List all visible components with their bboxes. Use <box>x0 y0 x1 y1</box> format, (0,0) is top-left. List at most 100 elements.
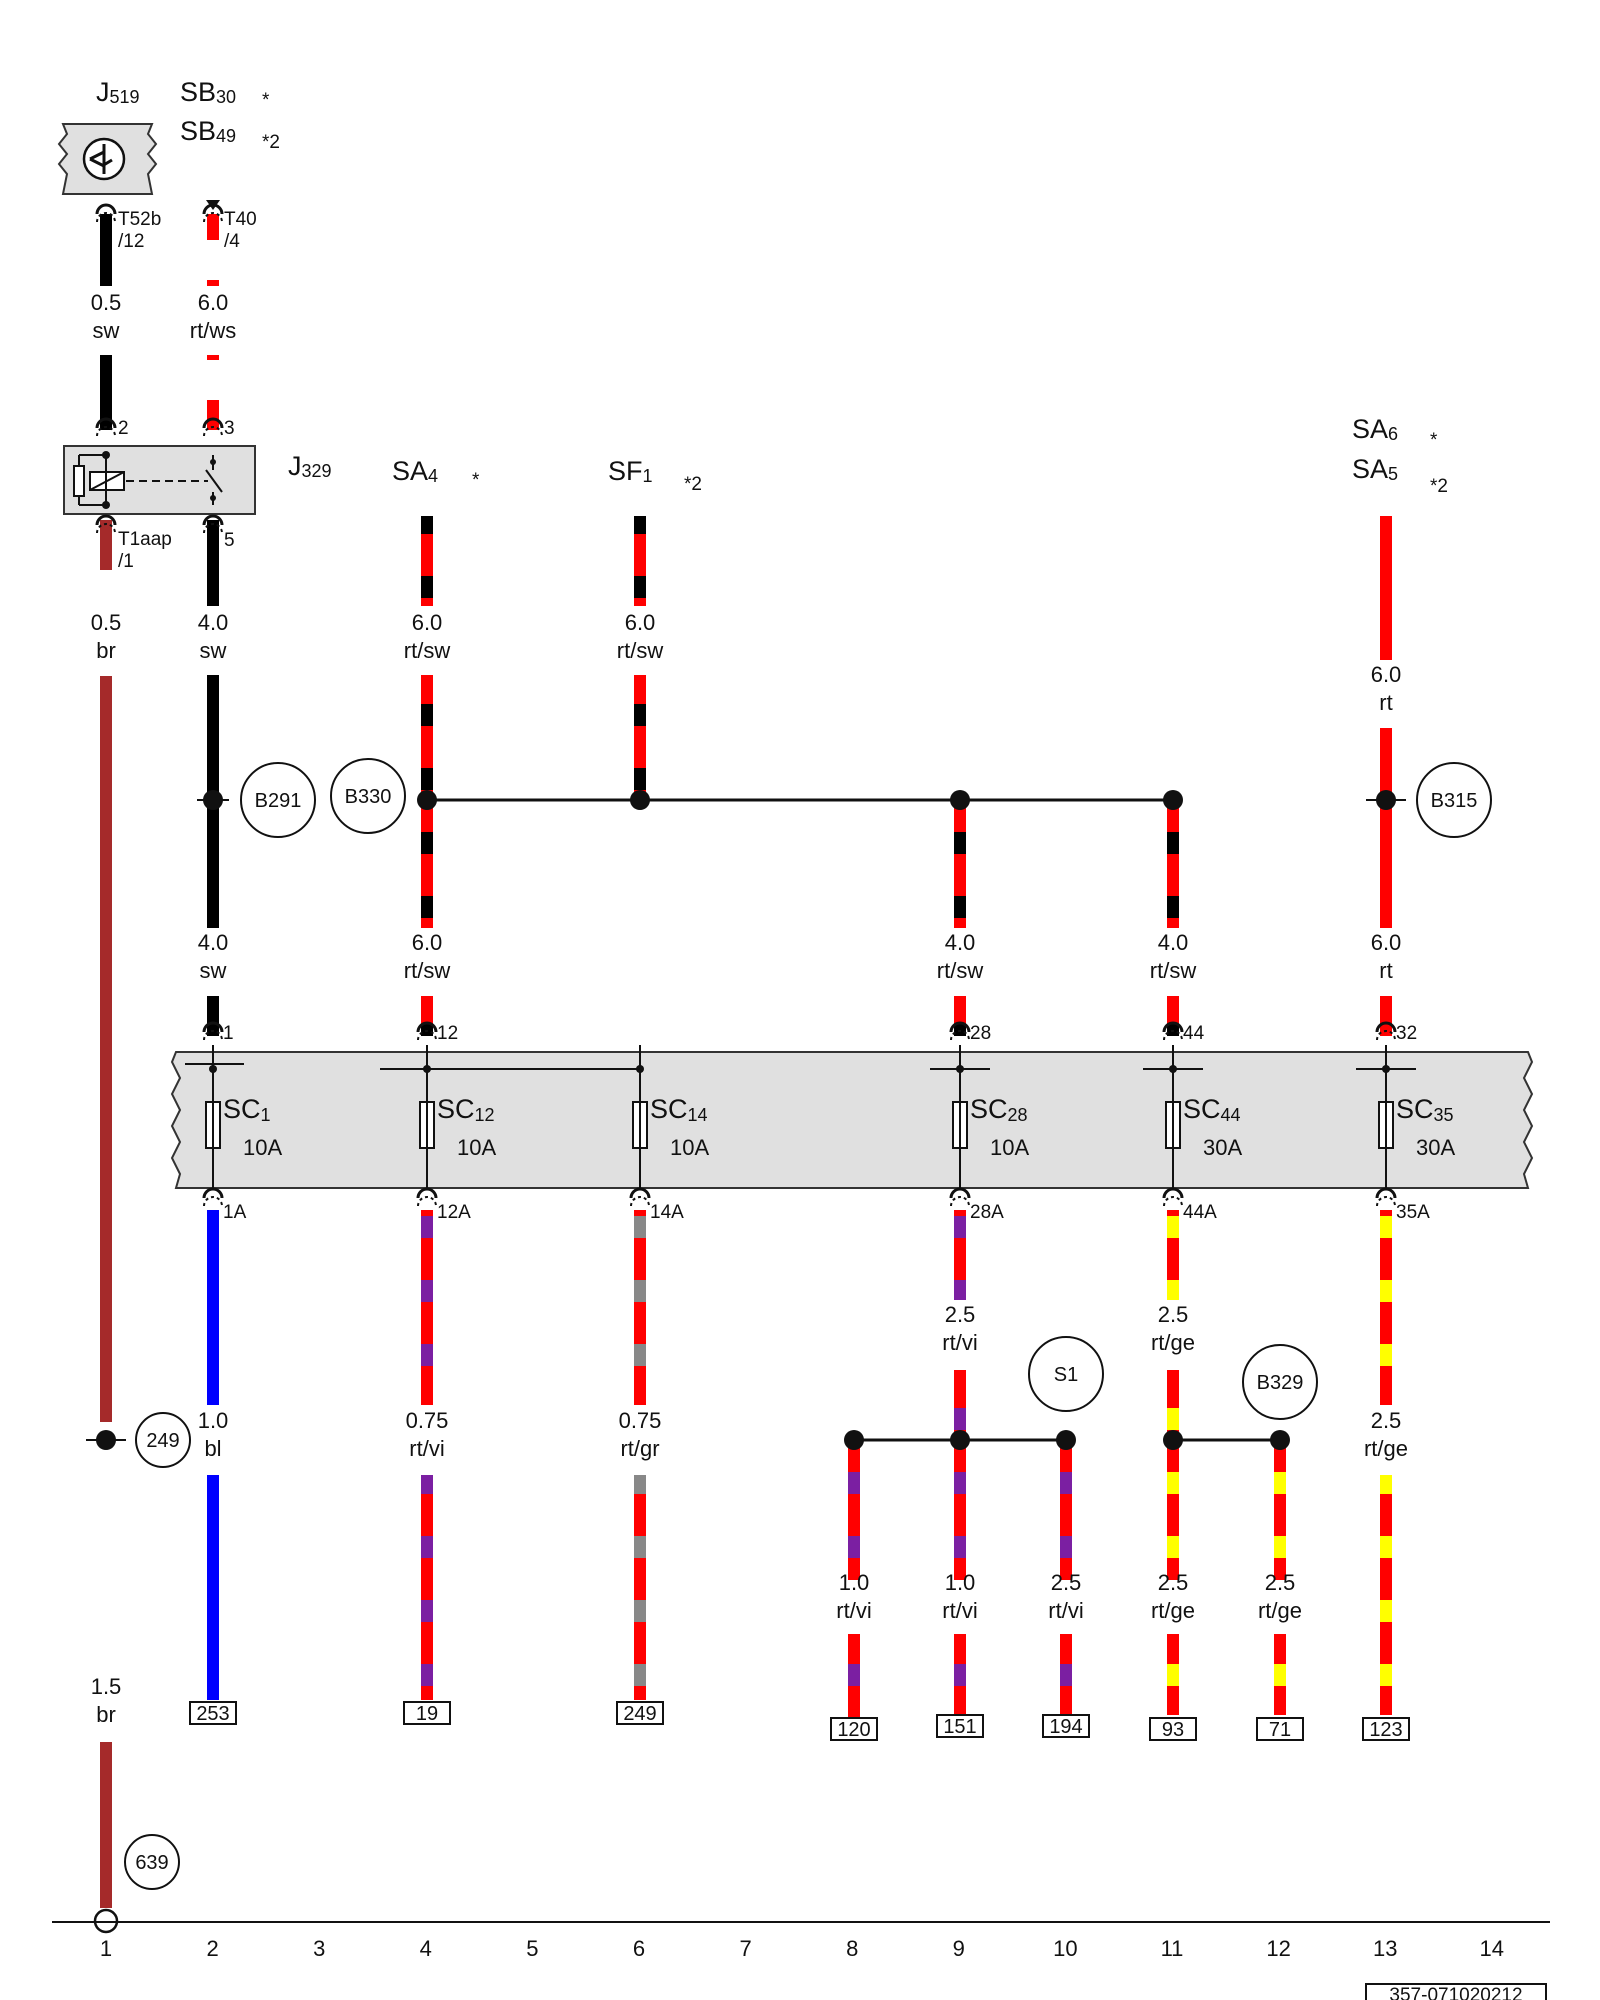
wire-2-sw-a <box>207 520 219 606</box>
connector-arc-fuse-in-4 <box>416 1021 438 1033</box>
connector-arc-fuse-out-4-b <box>417 1196 437 1207</box>
reference-label-253: 253 <box>196 1703 229 1725</box>
connector-arc-pin2-b <box>96 426 116 437</box>
j329-label: J329 <box>288 451 332 481</box>
wire-color-w9_out: rt/vi <box>942 1330 977 1355</box>
reference-box-93 <box>1149 1717 1197 1741</box>
wire-11-rtge-a <box>1167 1210 1179 1300</box>
connector-arc-fuse-in-11-b <box>1163 1030 1183 1041</box>
track-number-12: 12 <box>1266 1936 1290 1961</box>
junction-b329 <box>1163 1430 1183 1450</box>
fuse-label-sub-44: 44 <box>1221 1105 1241 1125</box>
wire-size-w1_low: 1.5 <box>91 1674 122 1699</box>
wire-13-rt-c <box>1380 996 1392 1036</box>
wire-size-w11_br: 2.5 <box>1158 1570 1189 1595</box>
wire-size-w1_top: 0.5 <box>91 290 122 315</box>
junction-b330 <box>417 790 437 810</box>
wire-4-rtsw-c <box>421 996 433 1036</box>
sa4-label: SA4 <box>392 456 438 486</box>
wire-9-rtvi-a <box>954 1210 966 1300</box>
fuse-in-pin-1: 1 <box>223 1023 234 1044</box>
connector-arc-fuse-out-11 <box>1162 1187 1184 1199</box>
wire-9-rtsw-a <box>954 800 966 928</box>
sa4-note: * <box>472 470 480 491</box>
wire-1-sw-a <box>100 214 112 286</box>
wire-4-rtvi-a <box>421 1210 433 1405</box>
wire-4-rtsw-a <box>421 516 433 606</box>
wire-color-w6_out: rt/gr <box>620 1436 659 1461</box>
sf1-note: *2 <box>684 474 702 495</box>
connector-arc-fuse-out-13 <box>1375 1187 1397 1199</box>
connector-arc-t52b <box>95 203 117 215</box>
wire-size-w8_br: 1.0 <box>839 1570 870 1595</box>
connection-circle-249 <box>135 1412 191 1468</box>
connection-label-S1: S1 <box>1054 1364 1078 1386</box>
reference-label-71: 71 <box>1269 1719 1291 1741</box>
fuses-layer: SC110A11ASC1210A1212ASC1410A14ASC2810A28… <box>205 1023 1455 1223</box>
junction-10 <box>1056 1430 1076 1450</box>
junction-12 <box>1270 1430 1290 1450</box>
connector-arc-fuse-out-13-b <box>1376 1196 1396 1207</box>
connection-circle-B315 <box>1416 762 1492 838</box>
fuse-label-44: SC44 <box>1183 1094 1241 1125</box>
fuse-node-44 <box>1169 1065 1177 1073</box>
track-number-5: 5 <box>526 1936 538 1961</box>
wire-size-w1_mid: 0.5 <box>91 610 122 635</box>
drawing-id-box <box>1365 1983 1547 2000</box>
wire-size-w13_out: 2.5 <box>1371 1408 1402 1433</box>
wire-size-w2_out: 1.0 <box>198 1408 229 1433</box>
wire-color-w11_br: rt/ge <box>1151 1598 1195 1623</box>
fuse-rating-12: 10A <box>457 1135 496 1160</box>
reference-box-249 <box>616 1701 664 1725</box>
wire-size-w2_top: 6.0 <box>198 290 229 315</box>
reference-box-123 <box>1362 1717 1410 1741</box>
j519-label: J519 <box>96 77 140 107</box>
wire-6-rtsw-a <box>634 516 646 606</box>
reference-box-151 <box>936 1714 984 1738</box>
track-number-8: 8 <box>846 1936 858 1961</box>
connector-arc-fuse-out-9 <box>949 1187 971 1199</box>
sa6-note: * <box>1430 430 1438 451</box>
sb30-note: * <box>262 90 270 111</box>
wire-color-w13_out: rt/ge <box>1364 1436 1408 1461</box>
wire-size-w6_out: 0.75 <box>619 1408 662 1433</box>
reference-label-123: 123 <box>1369 1719 1402 1741</box>
arrow-50a <box>206 200 220 210</box>
wire-size-w2_low: 4.0 <box>198 930 229 955</box>
connector-arc-fuse-in-4-b <box>417 1030 437 1041</box>
t52b-label: T52b <box>118 209 161 230</box>
wire-size-w13_low: 6.0 <box>1371 930 1402 955</box>
track-number-7: 7 <box>739 1936 751 1961</box>
relay-pin-3: 3 <box>224 418 235 439</box>
t1aap-pin: /1 <box>118 551 134 572</box>
fuse-in-pin-28: 28 <box>970 1023 991 1044</box>
wire-11-rtge-c <box>1167 1634 1179 1715</box>
wire-color-w2_low: sw <box>200 958 227 983</box>
fuse-label-12: SC12 <box>437 1094 495 1125</box>
connection-label-639: 639 <box>135 1852 168 1874</box>
sb49-label: SB49 <box>180 116 236 146</box>
connection-circle-B329 <box>1242 1344 1318 1420</box>
junction-11 <box>1163 790 1183 810</box>
wire-13-rt-b <box>1380 728 1392 928</box>
sf1-label: SF1 <box>608 456 653 486</box>
connector-arc-fuse-in-2 <box>202 1021 224 1033</box>
marks-layer <box>86 200 1406 1934</box>
connector-arc-fuse-in-9 <box>949 1021 971 1033</box>
connection-circle-B330 <box>330 758 406 834</box>
reference-label-151: 151 <box>943 1716 976 1738</box>
wire-6-rtgr-b <box>634 1475 646 1700</box>
fuse-node-35 <box>1382 1065 1390 1073</box>
sa6-label: SA6 <box>1352 414 1398 444</box>
wire-color-w13_low: rt <box>1379 958 1392 983</box>
wire-color-w2_top: rt/ws <box>190 318 236 343</box>
sa5-note: *2 <box>1430 476 1448 497</box>
junction-sf1 <box>630 790 650 810</box>
wire-13-rt-a <box>1380 516 1392 660</box>
reference-box-71 <box>1256 1717 1304 1741</box>
junction-9 <box>950 790 970 810</box>
